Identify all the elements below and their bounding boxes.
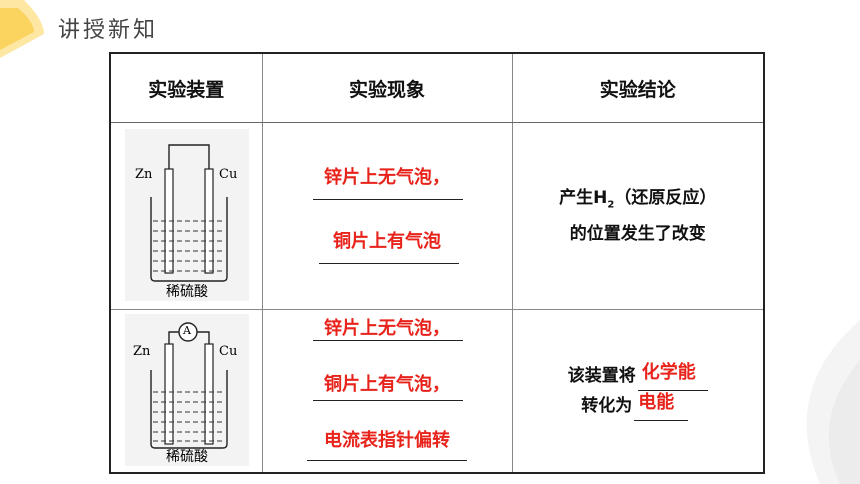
cu-label: Cu (219, 344, 238, 359)
conclusion-line-2: 的位置发生了改变 (569, 223, 706, 244)
phenomenon-cell: 锌片上无气泡， 铜片上有气泡 (261, 122, 513, 310)
zn-label: Zn (133, 344, 151, 359)
observation-copper: 铜片上有气泡， (324, 374, 450, 395)
experiment-table: 实验装置 实验现象 实验结论 (109, 52, 765, 474)
answer-underline (312, 199, 463, 200)
figure-caption: 稀硫酸 (166, 284, 208, 300)
table-row: Zn Cu 稀硫酸 锌片上无气泡， 铜片上有气泡 产生H2（还原反应） 的位置发… (109, 122, 765, 310)
beaker-diagram (150, 144, 228, 282)
header-phenomenon: 实验现象 (261, 52, 513, 123)
corner-decoration-bottom-right (806, 320, 860, 484)
apparatus-cell: Zn Cu 稀硫酸 (109, 122, 263, 310)
observation-zinc: 锌片上无气泡， (324, 167, 450, 188)
header-apparatus: 实验装置 (109, 52, 263, 123)
table-row: A Zn Cu 稀硫酸 锌片上无气泡， 铜片上有气泡， 电流表指针偏转 该装置将… (109, 309, 765, 474)
answer-blank: 电能 (634, 392, 689, 421)
ammeter-label: A (183, 324, 191, 337)
galvanic-diagram (150, 322, 228, 449)
galvanic-cell-figure: A Zn Cu 稀硫酸 (125, 314, 249, 466)
page-title: 讲授新知 (58, 18, 159, 43)
conclusion-line-1: 该装置将化学能 (513, 361, 764, 391)
header-conclusion: 实验结论 (511, 52, 765, 123)
table-header-row: 实验装置 实验现象 实验结论 (109, 52, 765, 123)
phenomenon-cell: 锌片上无气泡， 铜片上有气泡， 电流表指针偏转 (261, 309, 513, 474)
figure-caption: 稀硫酸 (166, 449, 208, 465)
answer-underline (318, 263, 459, 264)
zn-label: Zn (135, 167, 153, 182)
cu-label: Cu (219, 167, 238, 182)
apparatus-cell: A Zn Cu 稀硫酸 (109, 309, 263, 474)
conclusion-cell: 产生H2（还原反应） 的位置发生了改变 (511, 122, 765, 310)
answer-underline (306, 460, 467, 461)
answer-blank: 化学能 (637, 362, 708, 391)
corner-decoration-top-left (0, 0, 44, 58)
conclusion-line-2: 转化为电能 (507, 391, 764, 421)
conclusion-cell: 该装置将化学能 转化为电能 (511, 309, 765, 474)
answer-underline (312, 340, 463, 341)
answer-underline (312, 400, 463, 401)
observation-ammeter: 电流表指针偏转 (324, 430, 450, 451)
conclusion-line-1: 产生H2（还原反应） (559, 188, 717, 211)
observation-zinc: 锌片上无气泡， (324, 318, 450, 339)
observation-copper: 铜片上有气泡 (333, 231, 441, 252)
beaker-figure: Zn Cu 稀硫酸 (125, 129, 249, 301)
